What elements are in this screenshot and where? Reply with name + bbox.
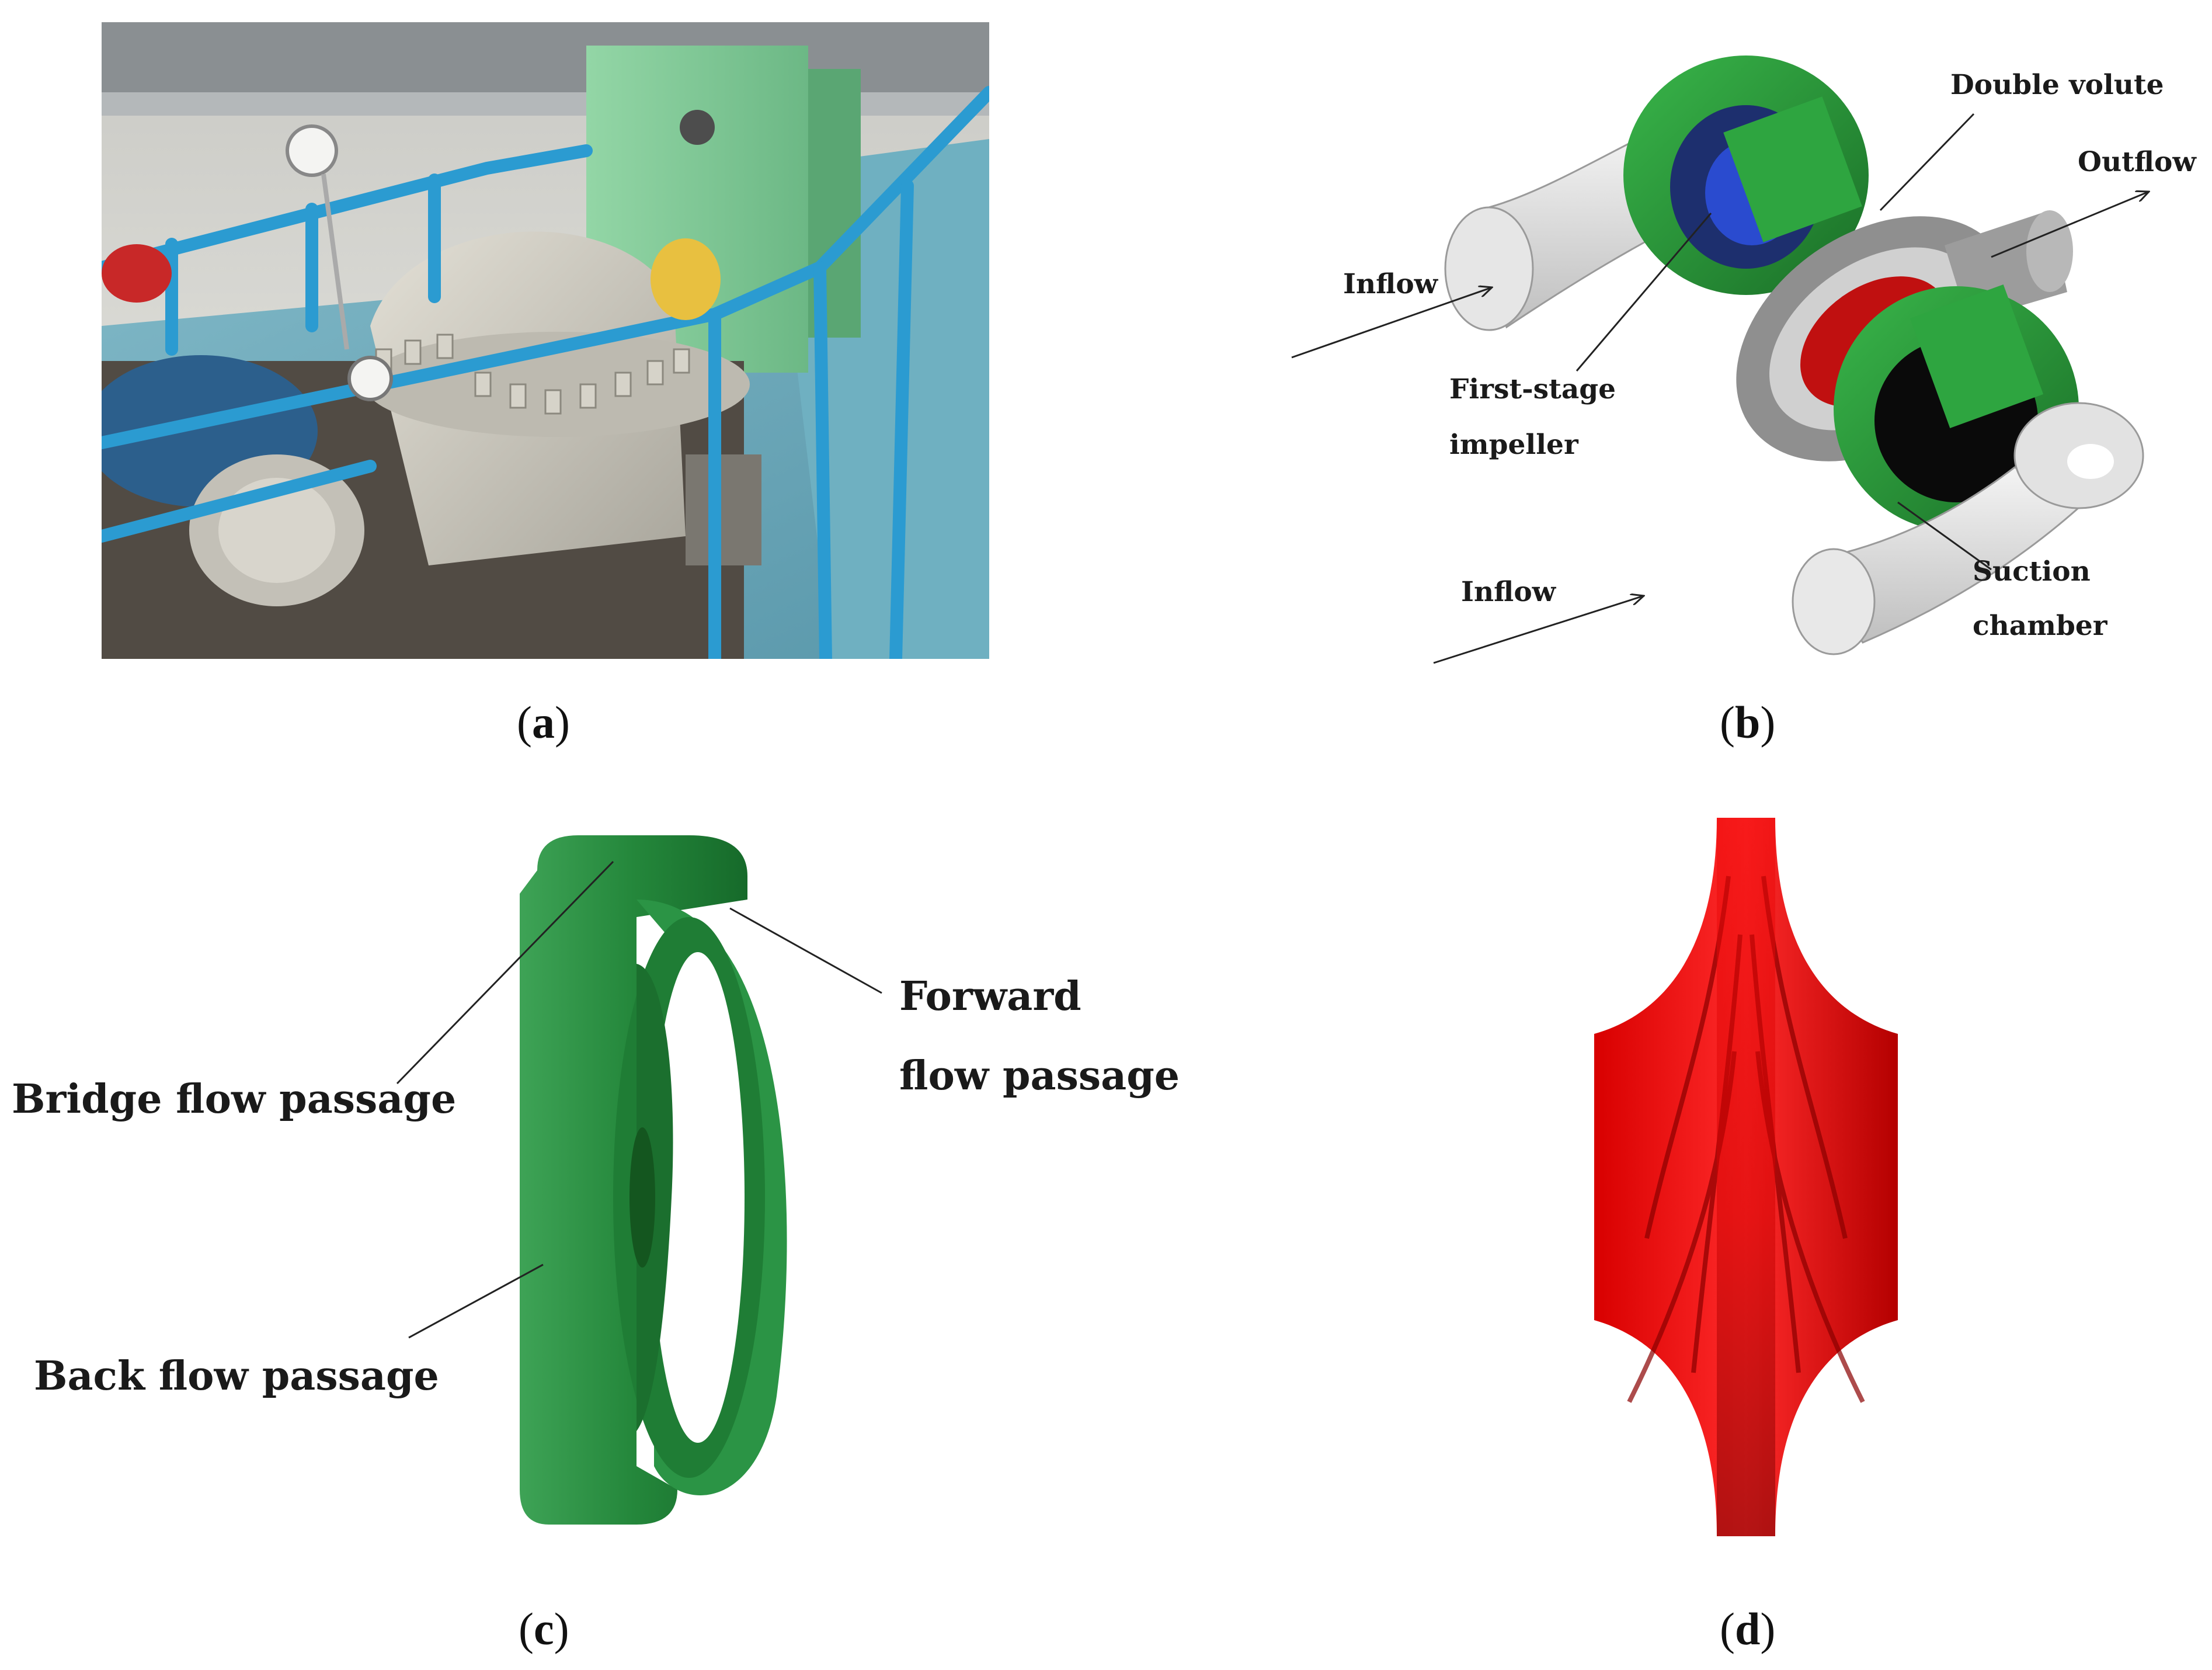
caption-a: (a)	[517, 697, 570, 748]
label-double-volute: Double volute	[1950, 69, 2164, 101]
label-suction-line2: chamber	[1973, 610, 2107, 642]
panel-d-impeller	[1594, 818, 1898, 1536]
label-first-stage-line2: impeller	[1449, 429, 1578, 461]
label-forward-line1: Forward	[899, 973, 1081, 1020]
label-bridge-flow: Bridge flow passage	[12, 1076, 457, 1123]
caption-b: (b)	[1720, 697, 1776, 748]
label-outflow: Outflow	[2078, 146, 2196, 178]
panel-c-volute	[502, 824, 794, 1536]
volute-model	[520, 835, 787, 1525]
panel-a-photo	[102, 22, 989, 659]
pump-photo	[102, 22, 989, 659]
label-back-flow: Back flow passage	[34, 1353, 439, 1400]
label-first-stage-line1: First-stage	[1449, 373, 1616, 405]
label-inflow-top: Inflow	[1343, 268, 1438, 300]
label-suction-line1: Suction	[1973, 555, 2091, 588]
caption-d: (d)	[1720, 1603, 1776, 1654]
label-forward-line2: flow passage	[899, 1053, 1180, 1099]
label-inflow-bottom: Inflow	[1461, 576, 1556, 608]
impeller-model	[1594, 818, 1898, 1536]
caption-c: (c)	[519, 1603, 569, 1654]
